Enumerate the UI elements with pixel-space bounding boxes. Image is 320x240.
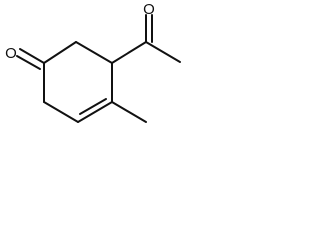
acetyl-oxygen-label: O: [143, 1, 155, 18]
ring-ketone-oxygen-label: O: [5, 45, 17, 62]
bond-acetyl-methyl: [145, 41, 181, 63]
bond-c4-methyl: [111, 101, 147, 123]
bond-c2-c3: [75, 41, 113, 64]
bond-c4-c5: [77, 101, 113, 123]
bond-c1-oxygen-second: [16, 55, 41, 70]
bond-c1-c2: [43, 41, 77, 64]
bond-c3-carbonyl-carbon: [111, 41, 147, 64]
bond-c1-oxygen: [19, 48, 45, 64]
bond-c5-c6: [43, 101, 79, 123]
molecule-structure-diagram: O O: [5, 1, 181, 123]
bond-c4-c5-inner: [79, 98, 107, 115]
